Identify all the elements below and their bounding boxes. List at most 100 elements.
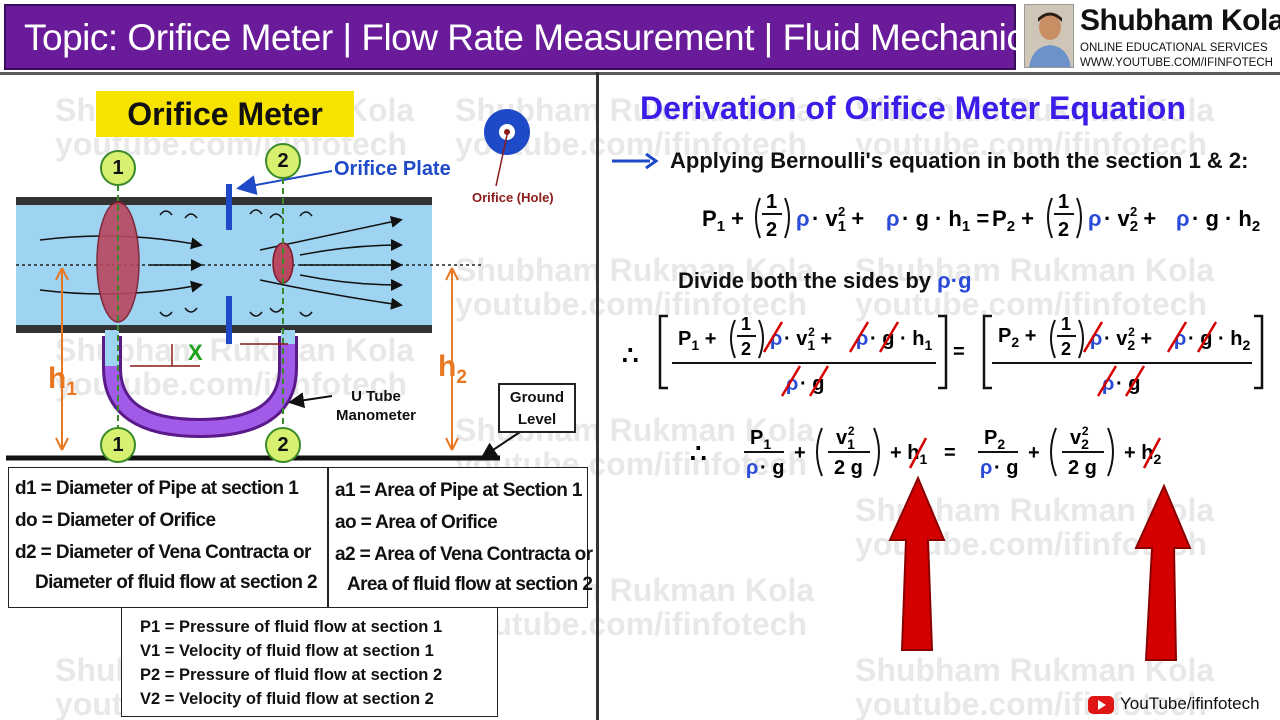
ground-label-line2: Level bbox=[517, 411, 557, 428]
def-p2: P2 = Pressure of fluid flow at section 2 bbox=[140, 666, 443, 684]
svg-text:· g · h1: · g · h1 bbox=[870, 328, 932, 353]
svg-text:· g: · g bbox=[994, 457, 1018, 479]
svg-text:· g: · g bbox=[1116, 373, 1140, 395]
panel-divider bbox=[596, 72, 599, 720]
equations-area: P1 + 1 2 ρ · v12 + ρ · g · h1 = P2 + 1 2… bbox=[596, 75, 1280, 720]
svg-text:P2 +: P2 + bbox=[998, 325, 1036, 350]
youtube-channel: YouTube/ifinfotech bbox=[1120, 694, 1260, 713]
diagram-title: Orifice Meter bbox=[96, 91, 354, 137]
svg-text:P2 +: P2 + bbox=[992, 206, 1034, 235]
def-p1: P1 = Pressure of fluid flow at section 1 bbox=[140, 618, 443, 636]
svg-text:P1 +: P1 + bbox=[702, 206, 744, 235]
svg-text:1: 1 bbox=[766, 191, 777, 213]
svg-text:ρ: ρ bbox=[886, 206, 900, 231]
svg-text:ρ: ρ bbox=[856, 328, 868, 350]
svg-text:ρ: ρ bbox=[980, 457, 992, 479]
section-1-marker-top: 1 bbox=[100, 150, 136, 186]
brand-name: Shubham Kola bbox=[1080, 4, 1280, 37]
def-a1: a1 = Area of Pipe at Section 1 bbox=[335, 480, 582, 501]
svg-text:=: = bbox=[953, 341, 965, 363]
red-arrow-icon bbox=[888, 475, 1192, 661]
svg-text:=: = bbox=[944, 442, 956, 464]
def-d2: d2 = Diameter of Vena Contracta or bbox=[15, 542, 311, 563]
svg-text:· v12 +: · v12 + bbox=[812, 204, 864, 235]
header-bar: Topic: Orifice Meter | Flow Rate Measure… bbox=[4, 4, 1043, 70]
rho-g-term: ρ·g bbox=[937, 268, 972, 293]
svg-text:ρ: ρ bbox=[1090, 328, 1102, 350]
svg-text:v22: v22 bbox=[1070, 424, 1089, 452]
header-rule bbox=[0, 72, 1280, 75]
orifice-meter-diagram bbox=[0, 80, 596, 470]
def-d1: d1 = Diameter of Pipe at section 1 bbox=[15, 478, 299, 499]
svg-text:1: 1 bbox=[1058, 191, 1069, 213]
utube-label-line1: U Tube bbox=[351, 388, 401, 405]
youtube-icon bbox=[1088, 695, 1114, 714]
svg-text:· v22 +: · v22 + bbox=[1104, 325, 1152, 353]
svg-text:P1: P1 bbox=[750, 427, 771, 452]
svg-text:· g: · g bbox=[760, 457, 784, 479]
svg-text:ρ: ρ bbox=[796, 206, 810, 231]
def-a2-cont: Area of fluid flow at section 2 bbox=[347, 574, 593, 595]
svg-text:· g · h1 =: · g · h1 = bbox=[902, 206, 989, 235]
derivation-step-2: Divide both the sides by ρ·g bbox=[678, 268, 972, 294]
svg-text:ρ: ρ bbox=[786, 373, 798, 395]
avatar bbox=[1024, 4, 1074, 68]
svg-text:ρ: ρ bbox=[746, 457, 758, 479]
def-v1: V1 = Velocity of fluid flow at section 1 bbox=[140, 642, 434, 660]
svg-text:∴: ∴ bbox=[622, 340, 639, 370]
brand-tagline: ONLINE EDUCATIONAL SERVICES bbox=[1080, 42, 1268, 54]
def-d0: do = Diameter of Orifice bbox=[15, 510, 216, 531]
svg-text:1: 1 bbox=[1061, 314, 1071, 334]
svg-text:P2: P2 bbox=[984, 427, 1005, 452]
utube-label-line2: Manometer bbox=[336, 407, 417, 424]
svg-text:ρ: ρ bbox=[1102, 373, 1114, 395]
svg-text:2: 2 bbox=[766, 219, 777, 241]
svg-text:2 g: 2 g bbox=[1068, 457, 1097, 479]
brand-block[interactable]: Shubham Kola ONLINE EDUCATIONAL SERVICES… bbox=[1022, 2, 1280, 72]
svg-text:P1 +: P1 + bbox=[678, 328, 716, 353]
section-1-marker-bottom: 1 bbox=[100, 427, 136, 463]
svg-text:· g · h2: · g · h2 bbox=[1188, 328, 1250, 353]
simplified-equation: ∴ P1 ρ· g + v12 2 g + h1 = P2 ρ· g + v22… bbox=[690, 424, 1161, 479]
orifice-plate-label: Orifice Plate bbox=[334, 158, 451, 180]
svg-text:ρ: ρ bbox=[1088, 206, 1102, 231]
section-2-marker-bottom: 2 bbox=[265, 427, 301, 463]
def-d2-cont: Diameter of fluid flow at section 2 bbox=[35, 572, 318, 593]
svg-text:· g · h2: · g · h2 bbox=[1192, 206, 1260, 235]
derivation-title: Derivation of Orifice Meter Equation bbox=[640, 90, 1186, 126]
derivation-step-1: Applying Bernoulli's equation in both th… bbox=[670, 148, 1249, 173]
definitions-table: d1 = Diameter of Pipe at section 1 do = … bbox=[8, 467, 593, 608]
svg-text:2: 2 bbox=[741, 339, 751, 359]
ground-level-box: Ground Level bbox=[498, 383, 576, 433]
bernoulli-equation: P1 + 1 2 ρ · v12 + ρ · g · h1 = P2 + 1 2… bbox=[702, 191, 1260, 241]
youtube-link[interactable]: YouTube/ifinfotech bbox=[1088, 694, 1260, 714]
svg-text:· g: · g bbox=[800, 373, 824, 395]
h1-label: h1 bbox=[48, 362, 77, 400]
def-a2: a2 = Area of Vena Contracta or bbox=[335, 544, 593, 565]
section-2-marker-top: 2 bbox=[265, 143, 301, 179]
utube-manometer-label: U Tube Manometer bbox=[336, 387, 416, 425]
svg-text:ρ: ρ bbox=[770, 328, 782, 350]
svg-text:2: 2 bbox=[1058, 219, 1069, 241]
svg-text:1: 1 bbox=[741, 314, 751, 334]
svg-text:2: 2 bbox=[1061, 339, 1071, 359]
svg-text:· v22 +: · v22 + bbox=[1104, 204, 1156, 235]
def-v2: V2 = Velocity of fluid flow at section 2 bbox=[140, 690, 434, 708]
divided-equation: ∴ P1 + 1 2 ρ · v12 + ρ · g · h1 ρ · g = … bbox=[622, 314, 1264, 397]
orifice-hole-label: Orifice (Hole) bbox=[472, 190, 554, 205]
def-a0: ao = Area of Orifice bbox=[335, 512, 498, 533]
svg-text:2 g: 2 g bbox=[834, 457, 863, 479]
svg-text:∴: ∴ bbox=[690, 438, 707, 468]
svg-text:· v12 +: · v12 + bbox=[784, 325, 832, 353]
svg-text:+: + bbox=[794, 442, 806, 464]
svg-text:v12: v12 bbox=[836, 424, 855, 452]
definitions-divider bbox=[327, 468, 329, 607]
x-label: X bbox=[188, 340, 203, 365]
definitions-table-2: P1 = Pressure of fluid flow at section 1… bbox=[121, 607, 498, 717]
brand-url: WWW.YOUTUBE.COM/IFINFOTECH bbox=[1080, 57, 1273, 69]
page-title: Topic: Orifice Meter | Flow Rate Measure… bbox=[24, 17, 1043, 58]
svg-text:ρ: ρ bbox=[1176, 206, 1190, 231]
ground-label-line1: Ground bbox=[509, 389, 565, 406]
svg-text:ρ: ρ bbox=[1174, 328, 1186, 350]
step-2-text: Divide both the sides by bbox=[678, 268, 932, 293]
